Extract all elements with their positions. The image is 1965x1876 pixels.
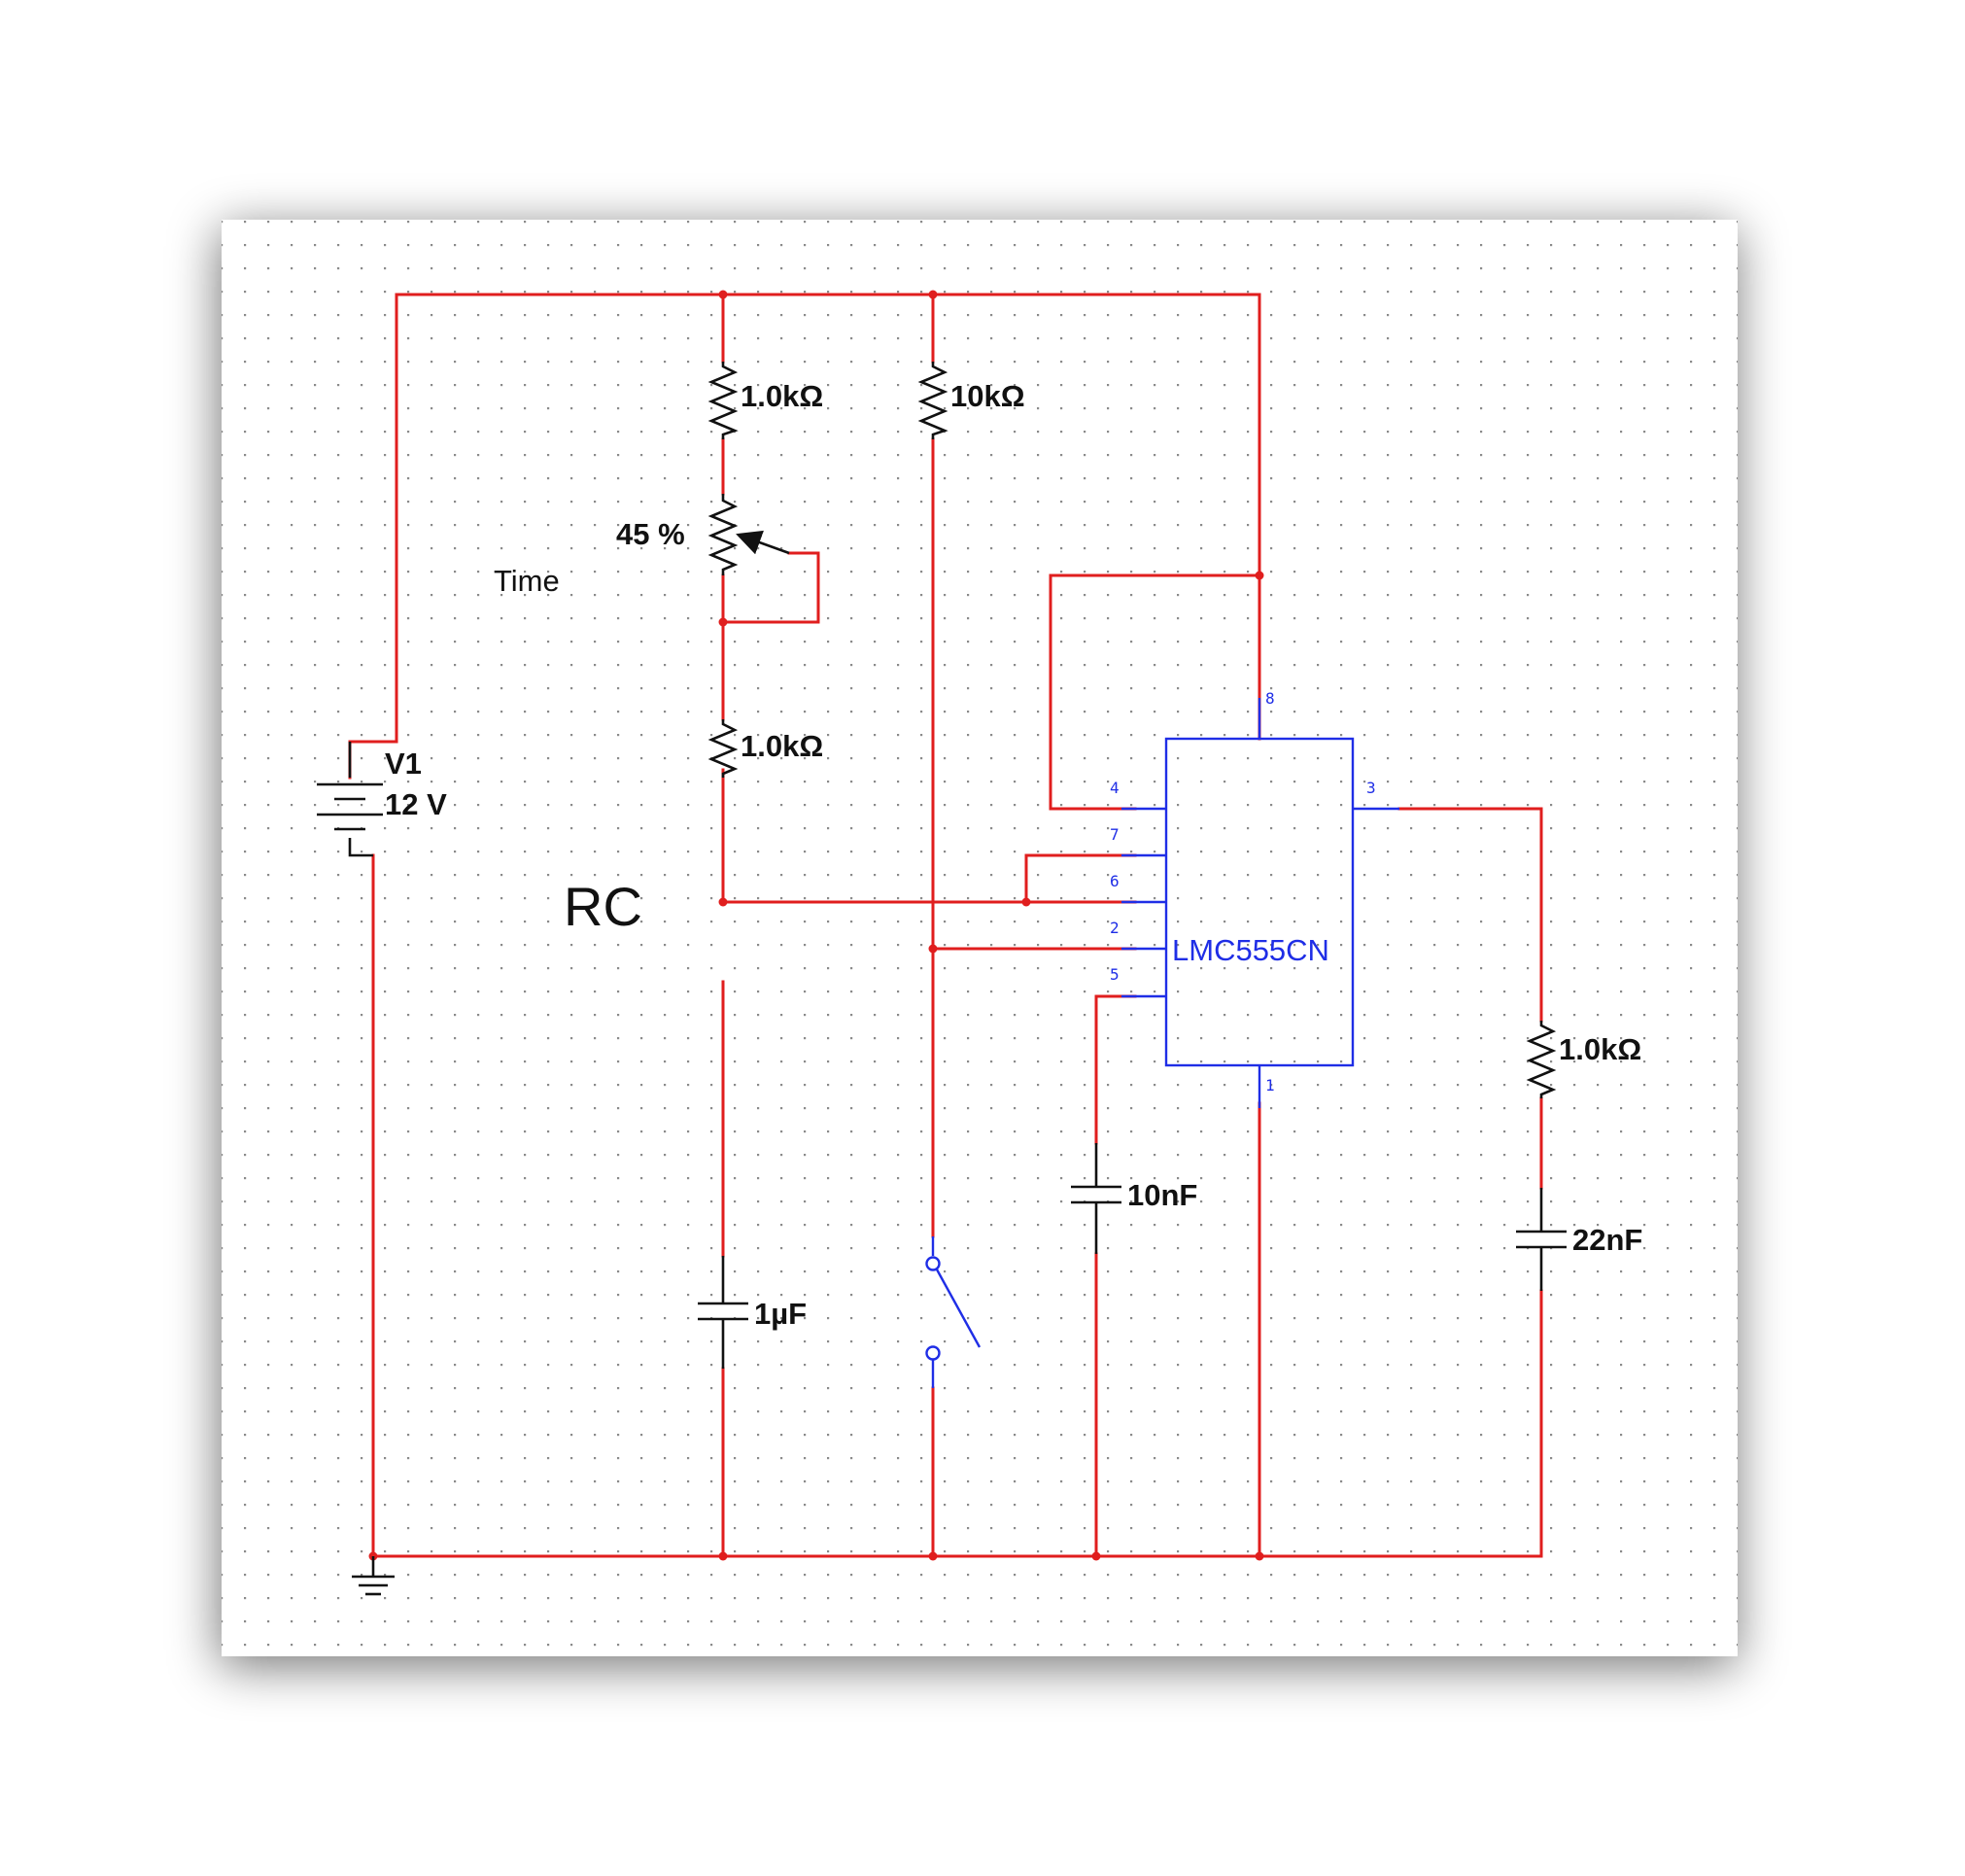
- ic-pin-reset-number: 4: [1110, 779, 1120, 797]
- potentiometer-symbol: [707, 494, 739, 575]
- resistor-pullup-symbol: [917, 362, 948, 439]
- ic-pin-discharge-number: 7: [1110, 825, 1120, 844]
- resistor-r-bottom-symbol: [707, 719, 739, 778]
- junction: [718, 617, 728, 627]
- resistor-output-symbol: [1526, 1021, 1557, 1098]
- resistor-output-label: 1.0kΩ: [1559, 1032, 1641, 1066]
- junction: [1255, 1551, 1264, 1561]
- potentiometer-wiper: [736, 530, 790, 555]
- source-name-label: V1: [385, 747, 422, 781]
- wire-reset-loop: [1049, 573, 1261, 811]
- capacitor-timing-label: 1µF: [754, 1297, 807, 1331]
- junction: [1021, 897, 1031, 907]
- wire-output: [1397, 807, 1543, 1558]
- source-value-label: 12 V: [385, 787, 447, 821]
- junction: [928, 1551, 938, 1561]
- junction: [928, 944, 938, 954]
- resistor-r-bottom-label: 1.0kΩ: [741, 729, 823, 763]
- wire-discharge: [1024, 853, 1137, 904]
- ic-pin-vcc-number: 8: [1265, 689, 1275, 708]
- wire-pot-wiper: [721, 551, 820, 624]
- push-switch[interactable]: [925, 1236, 982, 1388]
- junction: [928, 290, 938, 299]
- capacitor-output-label: 22nF: [1572, 1223, 1642, 1257]
- dot-grid: [222, 220, 1738, 1656]
- potentiometer-key-label: Time: [494, 564, 560, 598]
- ic-pin-trigger-number: 2: [1110, 919, 1120, 937]
- ground-symbol: [352, 1556, 395, 1596]
- ic-pin-ground-number: 1: [1265, 1076, 1275, 1094]
- junction: [718, 290, 728, 299]
- ic-pin-control-number: 5: [1110, 965, 1120, 984]
- labels: RC V1 12 V 1.0kΩ 10kΩ 1.0kΩ 1.0kΩ 45 % T…: [385, 379, 1642, 1331]
- wire-top-rail: [395, 293, 1261, 744]
- capacitor-control-symbol: [1071, 1143, 1121, 1254]
- resistor-r-top-label: 1.0kΩ: [741, 379, 823, 413]
- ic-pin-output-number: 3: [1366, 779, 1376, 797]
- ic-555[interactable]: [1121, 698, 1399, 1108]
- ic-part-label: LMC555CN: [1172, 933, 1329, 967]
- potentiometer-setting-label: 45 %: [616, 517, 685, 551]
- schematic-title: RC: [564, 876, 642, 937]
- junction: [1255, 571, 1264, 580]
- junction: [718, 897, 728, 907]
- symbols: [317, 362, 1567, 1596]
- capacitor-control-label: 10nF: [1127, 1178, 1197, 1212]
- battery-symbol: [317, 742, 383, 857]
- capacitor-output-symbol: [1516, 1188, 1567, 1291]
- resistor-pullup-label: 10kΩ: [950, 379, 1025, 413]
- capacitor-timing-symbol: [698, 1256, 748, 1369]
- junctions: [368, 290, 1264, 1561]
- resistor-r-top-symbol: [707, 362, 739, 439]
- junction: [1091, 1551, 1101, 1561]
- ic-pin-threshold-number: 6: [1110, 872, 1120, 890]
- junction: [718, 1551, 728, 1561]
